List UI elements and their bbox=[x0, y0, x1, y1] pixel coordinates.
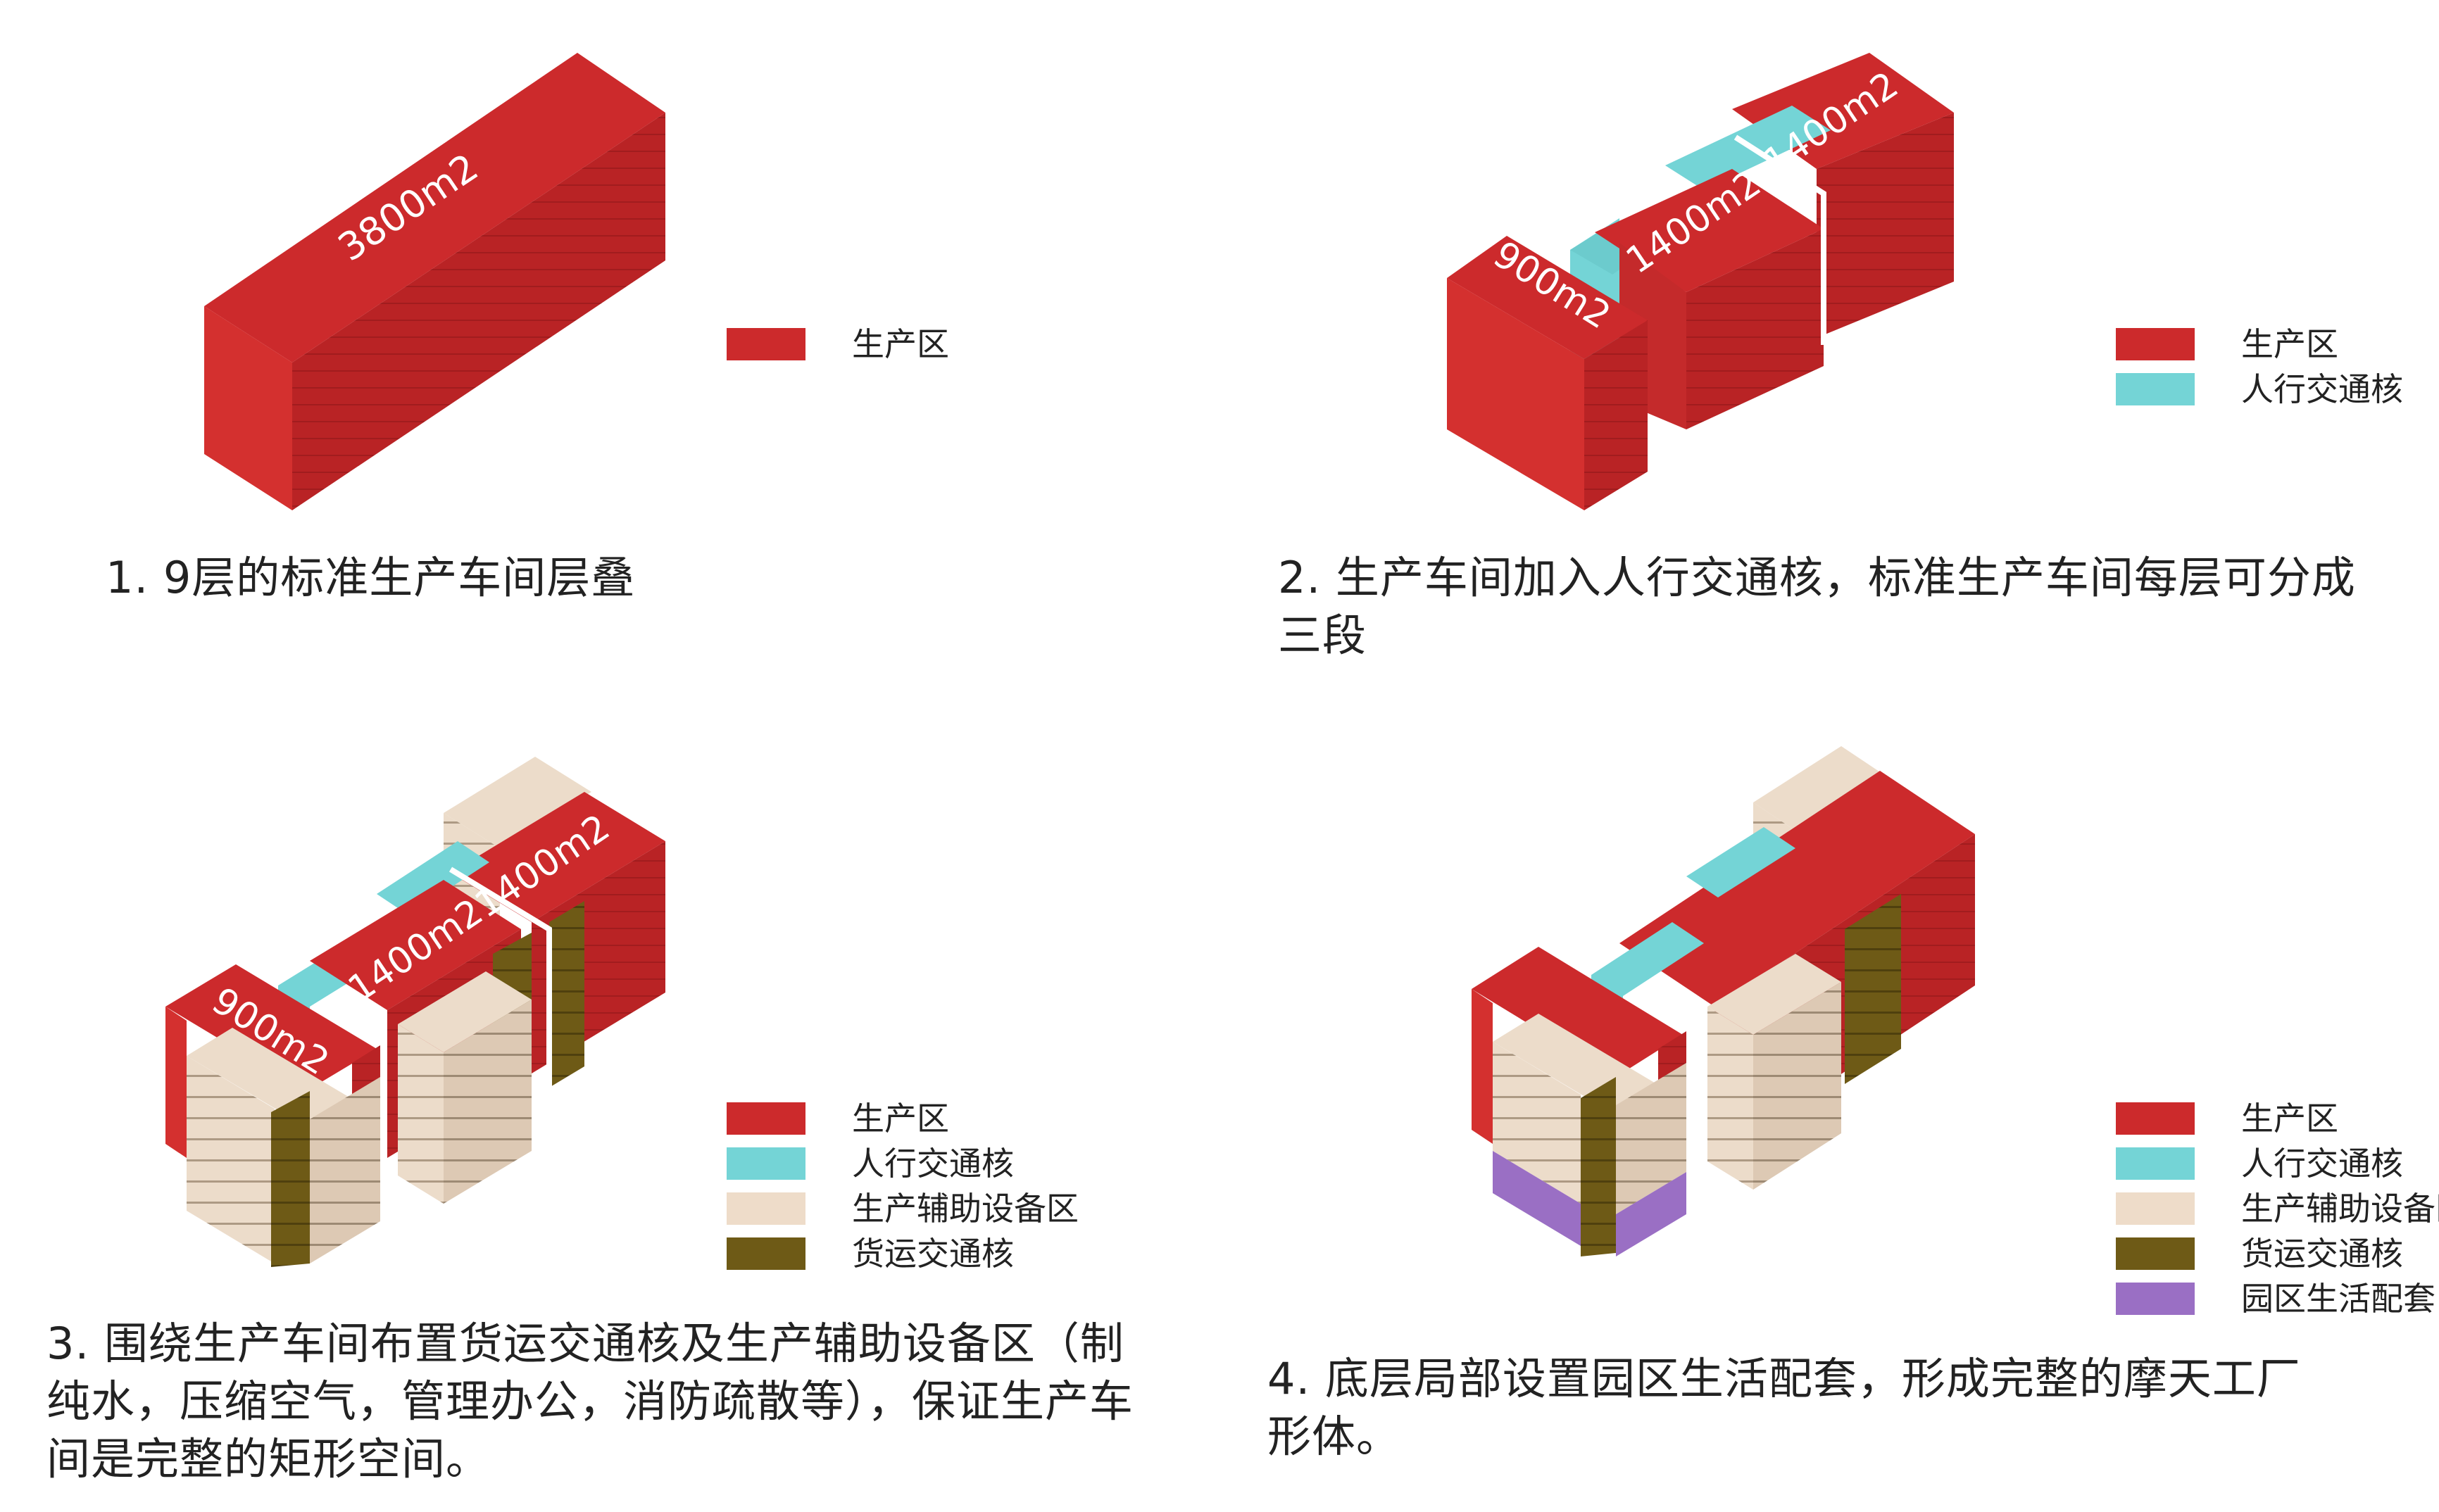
panel3-aux-back-top bbox=[444, 757, 591, 848]
legend-swatch bbox=[2116, 1237, 2195, 1270]
panel2-seg1-top bbox=[1447, 236, 1648, 359]
panel4-amenity-right bbox=[1616, 1172, 1686, 1256]
legend-item: 货运交通核 bbox=[2116, 1233, 2439, 1278]
legend-label: 人行交通核 bbox=[852, 1145, 1014, 1183]
legend-label: 生产辅助设备区 bbox=[2241, 1190, 2439, 1228]
panel3-seg1-left bbox=[165, 1007, 187, 1158]
panel2-seg1-left bbox=[1447, 278, 1584, 510]
panel4-production-top bbox=[1619, 771, 1975, 1007]
panel3-aux-mid-right bbox=[444, 1000, 532, 1204]
panel3-seg3-top bbox=[451, 792, 665, 922]
panel4-aux-front-left bbox=[1493, 1042, 1581, 1204]
legend-swatch bbox=[727, 1102, 805, 1135]
panel4-massing bbox=[1472, 746, 1975, 1256]
legend-swatch bbox=[727, 1192, 805, 1225]
panel3-freight-back bbox=[549, 901, 584, 1088]
legend-label: 生产区 bbox=[2241, 325, 2338, 363]
legend-label: 货运交通核 bbox=[2241, 1235, 2403, 1273]
legend-label: 人行交通核 bbox=[2241, 1145, 2403, 1183]
legend-item: 园区生活配套 bbox=[2116, 1278, 2439, 1323]
legend-label: 生产区 bbox=[852, 1100, 949, 1138]
panel2-seg2-right bbox=[1686, 229, 1824, 429]
legend-label: 园区生活配套 bbox=[2241, 1280, 2435, 1318]
legend-label: 生产区 bbox=[852, 325, 949, 363]
panel3-seg2-top bbox=[310, 880, 521, 1010]
panel1-massing: 3800m2 bbox=[204, 53, 665, 510]
legend-swatch bbox=[2116, 1192, 2195, 1225]
legend-swatch bbox=[2116, 1147, 2195, 1180]
panel3-caption: 3. 围绕生产车间布置货运交通核及生产辅助设备区（制纯水，压缩空气，管理办公，消… bbox=[46, 1318, 1134, 1485]
legend-item: 生产区 bbox=[2116, 1098, 2439, 1143]
legend-swatch bbox=[2116, 1283, 2195, 1315]
legend-swatch bbox=[727, 1147, 805, 1180]
panel2-caption: 2. 生产车间加入人行交通核，标准生产车间每层可分成三段 bbox=[1278, 552, 2356, 661]
panel1-production-left bbox=[204, 306, 292, 510]
panel4-freight-back bbox=[1845, 894, 1901, 1084]
panel2-seg2-top bbox=[1595, 169, 1824, 292]
panel1-production-right bbox=[292, 113, 665, 510]
panel3-divider-line bbox=[449, 867, 552, 1088]
legend-label: 生产辅助设备区 bbox=[852, 1190, 1079, 1228]
panel1-production-top bbox=[204, 53, 665, 363]
legend-swatch bbox=[727, 328, 805, 360]
panel2-massing: 900m2 1400m2 1400m2 bbox=[1447, 53, 1954, 510]
panel4-core-back bbox=[1686, 827, 1795, 897]
panel4-aux-mid-top bbox=[1707, 954, 1841, 1035]
panel3-seg1-top bbox=[165, 964, 377, 1091]
panel4-caption: 4. 底层局部设置园区生活配套，形成完整的摩天工厂形体。 bbox=[1267, 1353, 2301, 1462]
panel2-divider-line bbox=[1733, 134, 1826, 345]
panel3-core-back bbox=[377, 841, 489, 915]
panel4-aux-mid-left bbox=[1707, 1007, 1753, 1190]
panel3-freight-front bbox=[271, 1091, 310, 1267]
panel4-legend: 生产区 人行交通核 生产辅助设备区 货运交通核 园区生活配套 bbox=[2116, 1098, 2439, 1337]
panel3-massing: 900m2 1400m2 1400m2 bbox=[165, 757, 665, 1267]
legend-swatch bbox=[2116, 373, 2195, 405]
legend-label: 人行交通核 bbox=[2241, 370, 2403, 408]
panel3-aux-front-right bbox=[310, 1077, 380, 1264]
panel4-aux-back-top bbox=[1753, 746, 1894, 838]
panel4-freight-front bbox=[1581, 1077, 1616, 1256]
panel2-seg1-right bbox=[1584, 320, 1648, 510]
legend-swatch bbox=[2116, 1102, 2195, 1135]
panel4-production-front-top bbox=[1472, 947, 1683, 1077]
legend-item: 生产辅助设备区 bbox=[2116, 1188, 2439, 1233]
panel1-caption: 1. 9层的标准生产车间层叠 bbox=[106, 552, 636, 603]
panel4-aux-mid-right bbox=[1753, 982, 1841, 1190]
panel3-aux-mid-left bbox=[398, 1024, 444, 1204]
legend-swatch bbox=[2116, 328, 2195, 360]
legend-item: 人行交通核 bbox=[2116, 1143, 2439, 1188]
legend-label: 货运交通核 bbox=[852, 1235, 1014, 1273]
panel3-aux-front-left bbox=[187, 1056, 275, 1264]
panel4-aux-front-right bbox=[1616, 1063, 1686, 1214]
panel4-production-front-left bbox=[1472, 989, 1493, 1144]
panel2-seg3-right bbox=[1817, 113, 1954, 338]
legend-swatch bbox=[727, 1237, 805, 1270]
panel3-aux-mid-top bbox=[398, 971, 532, 1052]
panel4-amenity-left bbox=[1493, 1151, 1581, 1246]
legend-label: 生产区 bbox=[2241, 1100, 2338, 1138]
